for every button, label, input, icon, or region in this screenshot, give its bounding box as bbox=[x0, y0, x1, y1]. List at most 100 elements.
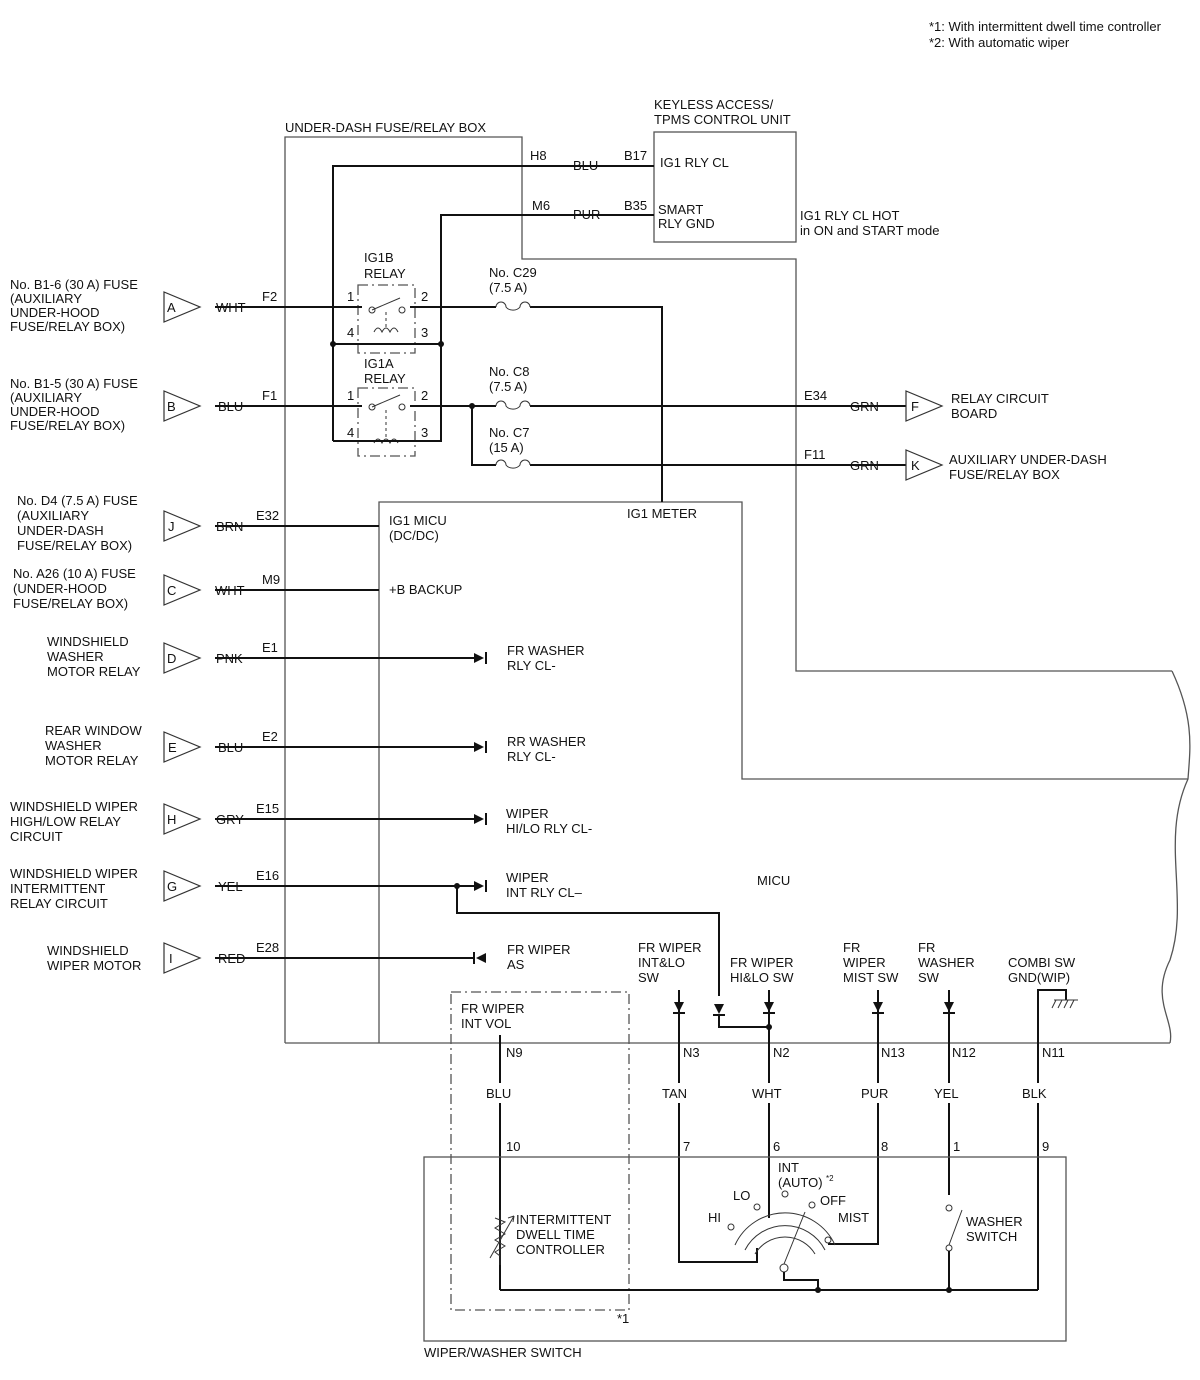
fr-washer-rly-1: FR WASHER bbox=[507, 643, 585, 658]
bottom-pin-n11: N11 BLK 9 bbox=[1022, 1045, 1065, 1154]
wiper-int-1: WIPER bbox=[506, 870, 549, 885]
dwell-2: DWELL TIME bbox=[516, 1227, 595, 1242]
pin-b17: B17 bbox=[624, 148, 647, 163]
input-e-desc-2: WASHER bbox=[45, 738, 102, 753]
connector-b-letter: B bbox=[167, 399, 176, 414]
keyless-access-unit: KEYLESS ACCESS/ TPMS CONTROL UNIT IG1 RL… bbox=[624, 97, 939, 243]
input-row-h: WINDSHIELD WIPER HIGH/LOW RELAY CIRCUIT … bbox=[10, 799, 474, 844]
ig1a-label-1: IG1A bbox=[364, 356, 394, 371]
ig1a-pin1: 1 bbox=[347, 388, 354, 403]
smart-label-1: SMART bbox=[658, 202, 703, 217]
micu-terminals: IG1 MICU (DC/DC) IG1 METER +B BACKUP FR … bbox=[389, 506, 1078, 1043]
rr-washer-rly-2: RLY CL- bbox=[507, 749, 556, 764]
connector-a-triangle bbox=[163, 291, 202, 323]
intlo-sw-1: FR WIPER bbox=[638, 940, 702, 955]
aux-under-dash-1: AUXILIARY UNDER-DASH bbox=[949, 452, 1107, 467]
input-c-desc-3: FUSE/RELAY BOX) bbox=[13, 596, 128, 611]
relay-circuit-board-1: RELAY CIRCUIT bbox=[951, 391, 1049, 406]
pin-e: E2 bbox=[262, 729, 278, 744]
input-d-desc-3: MOTOR RELAY bbox=[47, 664, 141, 679]
note-2: *2: With automatic wiper bbox=[929, 35, 1070, 50]
connector-j-triangle bbox=[163, 510, 202, 542]
aux-under-dash-2: FUSE/RELAY BOX bbox=[949, 467, 1060, 482]
wire-color-n9: BLU bbox=[486, 1086, 511, 1101]
micu-box: MICU bbox=[285, 501, 1191, 1044]
input-j-desc-3: UNDER-DASH bbox=[17, 523, 104, 538]
input-a-desc-3: UNDER-HOOD bbox=[10, 305, 100, 320]
fr-wiper-as-1: FR WIPER bbox=[507, 942, 571, 957]
input-d-desc-2: WASHER bbox=[47, 649, 104, 664]
connector-i-letter: I bbox=[169, 951, 173, 966]
ig1-micu-1: IG1 MICU bbox=[389, 513, 447, 528]
input-row-e: REAR WINDOW WASHER MOTOR RELAY E BLU E2 bbox=[45, 723, 474, 768]
connector-f-letter: F bbox=[911, 399, 919, 414]
wire-color-n13: PUR bbox=[861, 1086, 888, 1101]
ig1-rly-cl-label: IG1 RLY CL bbox=[660, 155, 729, 170]
hot-label-1: IG1 RLY CL HOT bbox=[800, 208, 900, 223]
mist-sw-1: FR bbox=[843, 940, 860, 955]
connector-c-letter: C bbox=[167, 583, 176, 598]
fuse-c29-2: (7.5 A) bbox=[489, 280, 527, 295]
pin-n11: N11 bbox=[1042, 1045, 1065, 1060]
connector-c-triangle bbox=[163, 574, 202, 606]
bottom-pin-n2: N2 WHT 6 bbox=[752, 1045, 790, 1154]
input-row-b: No. B1-5 (30 A) FUSE (AUXILIARY UNDER-HO… bbox=[10, 376, 277, 433]
ig1a-pin3: 3 bbox=[421, 425, 428, 440]
pin-m6: M6 bbox=[532, 198, 550, 213]
pin-n13: N13 bbox=[881, 1045, 905, 1060]
fr-washer-rly-2: RLY CL- bbox=[507, 658, 556, 673]
washer-switch-2: SWITCH bbox=[966, 1229, 1017, 1244]
keyless-title-2: TPMS CONTROL UNIT bbox=[654, 112, 791, 127]
input-row-c: No. A26 (10 A) FUSE (UNDER-HOOD FUSE/REL… bbox=[13, 566, 379, 611]
ig1-micu-2: (DC/DC) bbox=[389, 528, 439, 543]
input-row-g: WINDSHIELD WIPER INTERMITTENT RELAY CIRC… bbox=[10, 866, 720, 996]
wire-grn-e34: GRN bbox=[850, 399, 879, 414]
pin-n2: N2 bbox=[773, 1045, 790, 1060]
wire-color-n11: BLK bbox=[1022, 1086, 1047, 1101]
pin-n12: N12 bbox=[952, 1045, 976, 1060]
fuse-c8-1: No. C8 bbox=[489, 364, 529, 379]
connector-b-triangle bbox=[163, 390, 202, 422]
input-j-desc-4: FUSE/RELAY BOX) bbox=[17, 538, 132, 553]
pin-d: E1 bbox=[262, 640, 278, 655]
relay-circuit-board-2: BOARD bbox=[951, 406, 997, 421]
pin-c: M9 bbox=[262, 572, 280, 587]
fr-wiper-as-2: AS bbox=[507, 957, 525, 972]
connector-g-triangle bbox=[163, 870, 202, 902]
input-g-desc-2: INTERMITTENT bbox=[10, 881, 105, 896]
ig1b-label-2: RELAY bbox=[364, 266, 406, 281]
input-e-desc-1: REAR WINDOW bbox=[45, 723, 143, 738]
pin-h8: H8 bbox=[530, 148, 547, 163]
mode-hi: HI bbox=[708, 1210, 721, 1225]
connector-i-triangle bbox=[163, 942, 202, 974]
pin-e34: E34 bbox=[804, 388, 827, 403]
keyless-title-1: KEYLESS ACCESS/ bbox=[654, 97, 774, 112]
hilo-sw-1: FR WIPER bbox=[730, 955, 794, 970]
ig1a-pin4: 4 bbox=[347, 425, 354, 440]
mode-int-sup: *2 bbox=[826, 1174, 834, 1183]
wire-color-n3: TAN bbox=[662, 1086, 687, 1101]
connector-j-letter: J bbox=[168, 519, 175, 534]
pin-g: E16 bbox=[256, 868, 279, 883]
switch-title: WIPER/WASHER SWITCH bbox=[424, 1345, 582, 1360]
connector-g-letter: G bbox=[167, 879, 177, 894]
input-a-desc-4: FUSE/RELAY BOX) bbox=[10, 319, 125, 334]
washer-sw-3: SW bbox=[918, 970, 940, 985]
connector-f-triangle bbox=[905, 390, 944, 422]
input-j-desc-1: No. D4 (7.5 A) FUSE bbox=[17, 493, 138, 508]
relay-fuse-wiring: No. C29 (7.5 A) No. C8 (7.5 A) No. C7 (1… bbox=[215, 265, 1107, 502]
mode-int-2: (AUTO) bbox=[778, 1175, 823, 1190]
dwell-1: INTERMITTENT bbox=[516, 1212, 611, 1227]
connector-e-triangle bbox=[163, 731, 202, 763]
connector-k-letter: K bbox=[911, 458, 920, 473]
under-dash-fuse-relay-box: UNDER-DASH FUSE/RELAY BOX bbox=[284, 120, 1172, 1043]
ig1a-relay: IG1A RELAY 1 2 4 3 bbox=[347, 356, 428, 457]
wiper-washer-switch: WIPER/WASHER SWITCH *1 INTERMITTENT DWEL… bbox=[423, 991, 1067, 1360]
input-h-desc-3: CIRCUIT bbox=[10, 829, 63, 844]
input-b-desc-2: (AUXILIARY bbox=[10, 390, 82, 405]
mist-sw-3: MIST SW bbox=[843, 970, 899, 985]
pin-a: F2 bbox=[262, 289, 277, 304]
connector-a-letter: A bbox=[167, 300, 176, 315]
input-b-desc-1: No. B1-5 (30 A) FUSE bbox=[10, 376, 138, 391]
washer-switch-1: WASHER bbox=[966, 1214, 1023, 1229]
